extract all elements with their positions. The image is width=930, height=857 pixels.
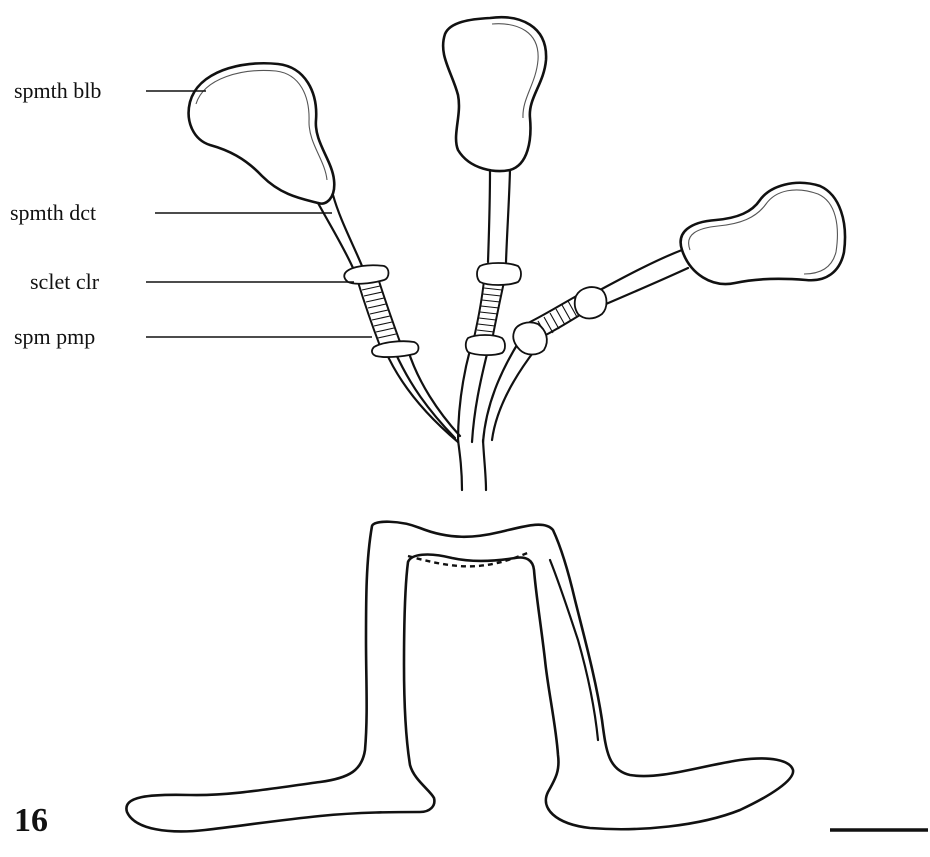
lower-genital-chamber: [126, 522, 793, 832]
figure-number: 16: [14, 804, 48, 838]
left-sperm-pump: [358, 278, 400, 346]
label-spmth-blb: spmth blb: [14, 80, 101, 102]
right-spermatheca-bulb: [681, 183, 845, 284]
label-spm-pmp: spm pmp: [14, 326, 95, 348]
label-sclet-clr: sclet clr: [30, 271, 99, 293]
left-spermatheca: [189, 63, 460, 442]
middle-spermatheca-bulb: [443, 17, 546, 171]
middle-sperm-pump: [474, 280, 504, 340]
common-oviduct-stalk: [458, 440, 462, 490]
middle-spermatheca: [443, 17, 546, 442]
right-spermatheca: [483, 183, 845, 442]
lower-chamber-outline: [126, 522, 793, 832]
label-spmth-dct: spmth dct: [10, 202, 96, 224]
